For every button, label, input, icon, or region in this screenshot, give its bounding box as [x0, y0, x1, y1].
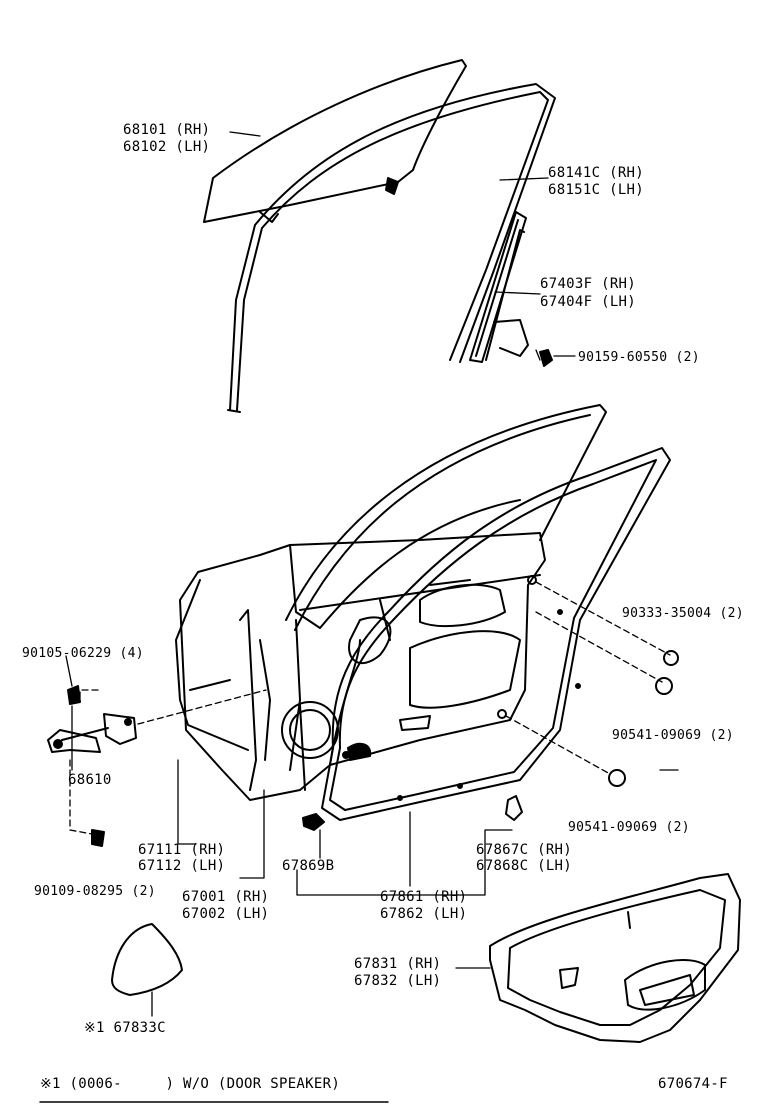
- label-glass-rh: 68101 (RH): [123, 122, 211, 138]
- label-door-lh: 67002 (LH): [182, 906, 270, 922]
- label-sash-rh: 67403F (RH): [540, 276, 637, 292]
- label-glass-lh: 68102 (LH): [123, 139, 211, 155]
- label-bolt-hinge: 90105-06229 (4): [22, 646, 144, 661]
- label-trim-lh: 67832 (LH): [354, 973, 442, 989]
- footnote: ※1 (0006- ) W/O (DOOR SPEAKER): [40, 1076, 341, 1092]
- label-trim-rh: 67831 (RH): [354, 956, 442, 972]
- hinge: [47, 685, 137, 847]
- label-door-rh: 67001 (RH): [182, 889, 270, 905]
- label-clip-c-rh: 67867C (RH): [476, 842, 573, 858]
- leader-lines: [65, 131, 679, 1017]
- weatherstrip: [321, 447, 671, 821]
- dashed-leaders: [69, 581, 671, 835]
- speaker-cover: [111, 923, 183, 996]
- label-bolt-sash: 90159-60550 (2): [578, 350, 700, 365]
- label-plug-a: 90333-35004 (2): [622, 606, 744, 621]
- label-sash-lh: 67404F (LH): [540, 294, 637, 310]
- label-clip-b: 67869B: [282, 858, 335, 874]
- glass-run: [227, 83, 556, 413]
- label-cover: ※1 67833C: [84, 1020, 166, 1036]
- label-panel-sub-lh: 67112 (LH): [138, 858, 226, 874]
- fasteners: [302, 575, 679, 831]
- label-run-lh: 68151C (LH): [548, 182, 645, 198]
- trim-board: [489, 873, 741, 1043]
- label-plug-b: 90541-09069 (2): [612, 728, 734, 743]
- figure-id: 670674-F: [658, 1076, 728, 1092]
- label-hinge: 68610: [68, 772, 112, 788]
- label-weather-lh: 67862 (LH): [380, 906, 468, 922]
- label-plug-c: 90541-09069 (2): [568, 820, 690, 835]
- label-bolt-check: 90109-08295 (2): [34, 884, 156, 899]
- door-glass: [203, 59, 467, 223]
- rear-sash: [469, 211, 553, 367]
- label-run-rh: 68141C (RH): [548, 165, 645, 181]
- label-panel-sub-rh: 67111 (RH): [138, 842, 226, 858]
- label-weather-rh: 67861 (RH): [380, 889, 468, 905]
- label-clip-c-lh: 67868C (LH): [476, 858, 573, 874]
